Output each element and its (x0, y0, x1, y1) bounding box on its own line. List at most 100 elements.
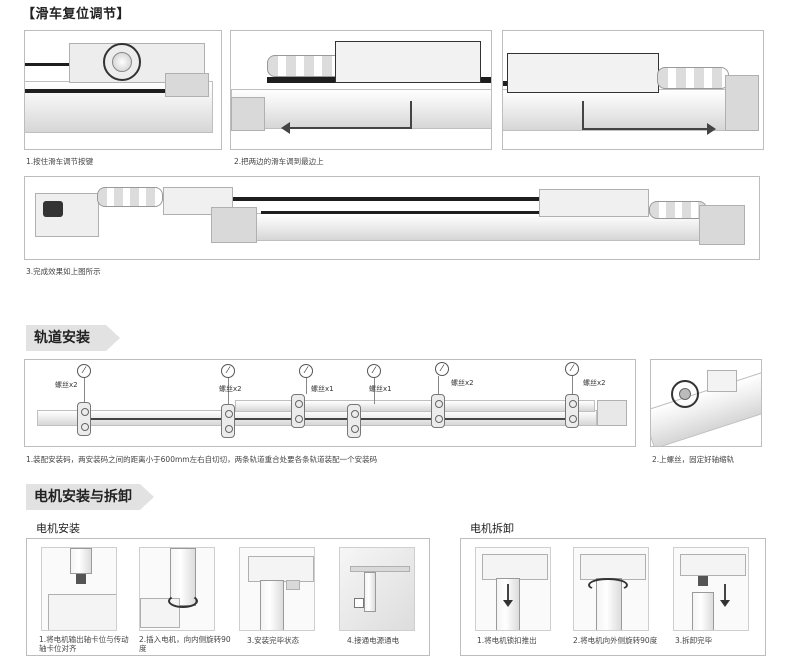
callout-line (572, 376, 573, 394)
left-arrow (287, 127, 411, 129)
pulley-carriage (335, 41, 481, 83)
arrow-riser (582, 101, 584, 130)
subtitle-motor-remove: 电机拆卸 (470, 522, 514, 535)
end-block (165, 73, 209, 97)
callout-line (306, 378, 307, 394)
adjust-button (112, 52, 132, 72)
track-head (680, 554, 746, 576)
screw-count-label: 螺丝x1 (369, 385, 392, 393)
rail-slot (25, 89, 185, 93)
section-title-track-install: 轨道安装 (34, 330, 90, 346)
panel-pulleys-at-edge (502, 30, 764, 150)
room-wall (340, 548, 414, 630)
mounting-bracket (565, 394, 579, 428)
callout-line (438, 376, 439, 394)
panel-press-button (24, 30, 222, 150)
down-arrow (507, 584, 509, 600)
screwdriver-icon: ⁄ (367, 364, 381, 378)
down-arrow-head (720, 600, 730, 607)
subtitle-motor-install: 电机安装 (36, 522, 80, 535)
remove-step-3-image (673, 547, 749, 631)
panel-motor-remove: 1.将电机锁扣推出 2.将电机向外侧旋转90度 3.拆卸完毕 (460, 538, 766, 656)
rail-slot (261, 211, 601, 214)
screw-count-label: 螺丝x1 (311, 385, 334, 393)
pulley-carriage (507, 53, 659, 93)
panel-complete-result (24, 176, 760, 260)
screw-count-label: 螺丝x2 (55, 381, 78, 389)
screwdriver-icon: ⁄ (565, 362, 579, 376)
caption-step-1: 1.按住滑车调节按键 (26, 157, 94, 166)
track-head (248, 556, 314, 582)
track-head (580, 554, 646, 580)
rotate-arrow-icon (588, 578, 628, 592)
screwdriver-icon: ⁄ (435, 362, 449, 376)
panel-track-install: ⁄ 螺丝x2 ⁄ 螺丝x2 ⁄ 螺丝x1 ⁄ 螺丝x1 ⁄ 螺丝x2 ⁄ 螺丝x… (24, 359, 636, 447)
install-caption-1: 1.将电机输出轴卡位与传动轴卡位对齐 (39, 635, 131, 653)
down-arrow-head (503, 600, 513, 607)
screw-head (679, 388, 691, 400)
bracket-clip (707, 370, 737, 392)
mounting-bracket (221, 404, 235, 438)
remove-step-1-image (475, 547, 551, 631)
remove-step-2-image (573, 547, 649, 631)
mounting-bracket (347, 404, 361, 438)
bracket-clip (286, 580, 300, 590)
shaft-tip (698, 576, 708, 586)
screw-count-label: 螺丝x2 (451, 379, 474, 387)
section-tab-track-install: 轨道安装 (26, 325, 120, 351)
mounting-bracket (77, 402, 91, 436)
left-arrow-head (281, 122, 290, 134)
end-block-left (211, 207, 257, 243)
install-caption-1-text: 1.将电机输出轴卡位与传动轴卡位对齐 (39, 635, 129, 653)
screw-highlight (671, 380, 699, 408)
caption-step-2: 2.把两边的滑车调到最边上 (234, 157, 324, 166)
install-step-2-image (139, 547, 215, 631)
power-plug-icon (354, 598, 364, 608)
pulley-rollers (657, 67, 729, 89)
motor-cylinder (364, 572, 376, 612)
end-block (725, 75, 759, 131)
section-title-motor: 电机安装与拆卸 (34, 489, 132, 505)
arrow-riser (410, 101, 412, 129)
track-end-cap (597, 400, 627, 426)
caption-track-install: 1.装配安装码，两安装码之间的距离小于600mm左右自切切，两条轨道重合处要各条… (26, 455, 378, 464)
rail-body (503, 89, 731, 131)
mounting-bracket (291, 394, 305, 428)
screw-count-label: 螺丝x2 (219, 385, 242, 393)
motor-cylinder (260, 580, 284, 630)
screwdriver-icon: ⁄ (221, 364, 235, 378)
rail-body (231, 89, 491, 129)
track-head (48, 594, 116, 630)
install-caption-2: 2.插入电机，向内侧旋转90度 (139, 635, 231, 653)
callout-line (84, 378, 85, 402)
right-arrow-head (707, 123, 716, 135)
caption-step-3: 3.完成效果如上图所示 (26, 267, 101, 276)
screwdriver-icon: ⁄ (299, 364, 313, 378)
track-rail-upper (235, 400, 595, 412)
caption-fix-screws: 2.上螺丝，固定好轴缩轨 (652, 455, 735, 464)
right-arrow (583, 128, 707, 130)
motor-cap-icon (43, 201, 63, 217)
install-step-3-image (239, 547, 315, 631)
screwdriver-icon: ⁄ (77, 364, 91, 378)
rotate-arrow-icon (168, 594, 198, 608)
rail-slot (221, 197, 561, 201)
install-caption-3: 3.安装完毕状态 (247, 636, 300, 645)
mounting-bracket (431, 394, 445, 428)
track-head (482, 554, 548, 580)
rail-body (211, 213, 721, 241)
pulley-rollers-left (97, 187, 163, 207)
callout-line (374, 378, 375, 404)
remove-caption-3: 3.拆卸完毕 (675, 636, 713, 645)
pulley-carriage-right (539, 189, 649, 217)
callout-line (228, 378, 229, 404)
remove-caption-2: 2.将电机向外侧旋转90度 (573, 636, 658, 645)
track-slot (85, 418, 565, 420)
installed-track (350, 566, 410, 572)
rail-body (651, 370, 761, 446)
panel-motor-install: 1.将电机输出轴卡位与传动轴卡位对齐 2.插入电机，向内侧旋转90度 3.安装完… (26, 538, 430, 656)
install-caption-4: 4.接通电源通电 (347, 636, 400, 645)
panel-move-pulleys (230, 30, 492, 150)
end-block (231, 97, 265, 131)
panel-fix-screws (650, 359, 762, 447)
